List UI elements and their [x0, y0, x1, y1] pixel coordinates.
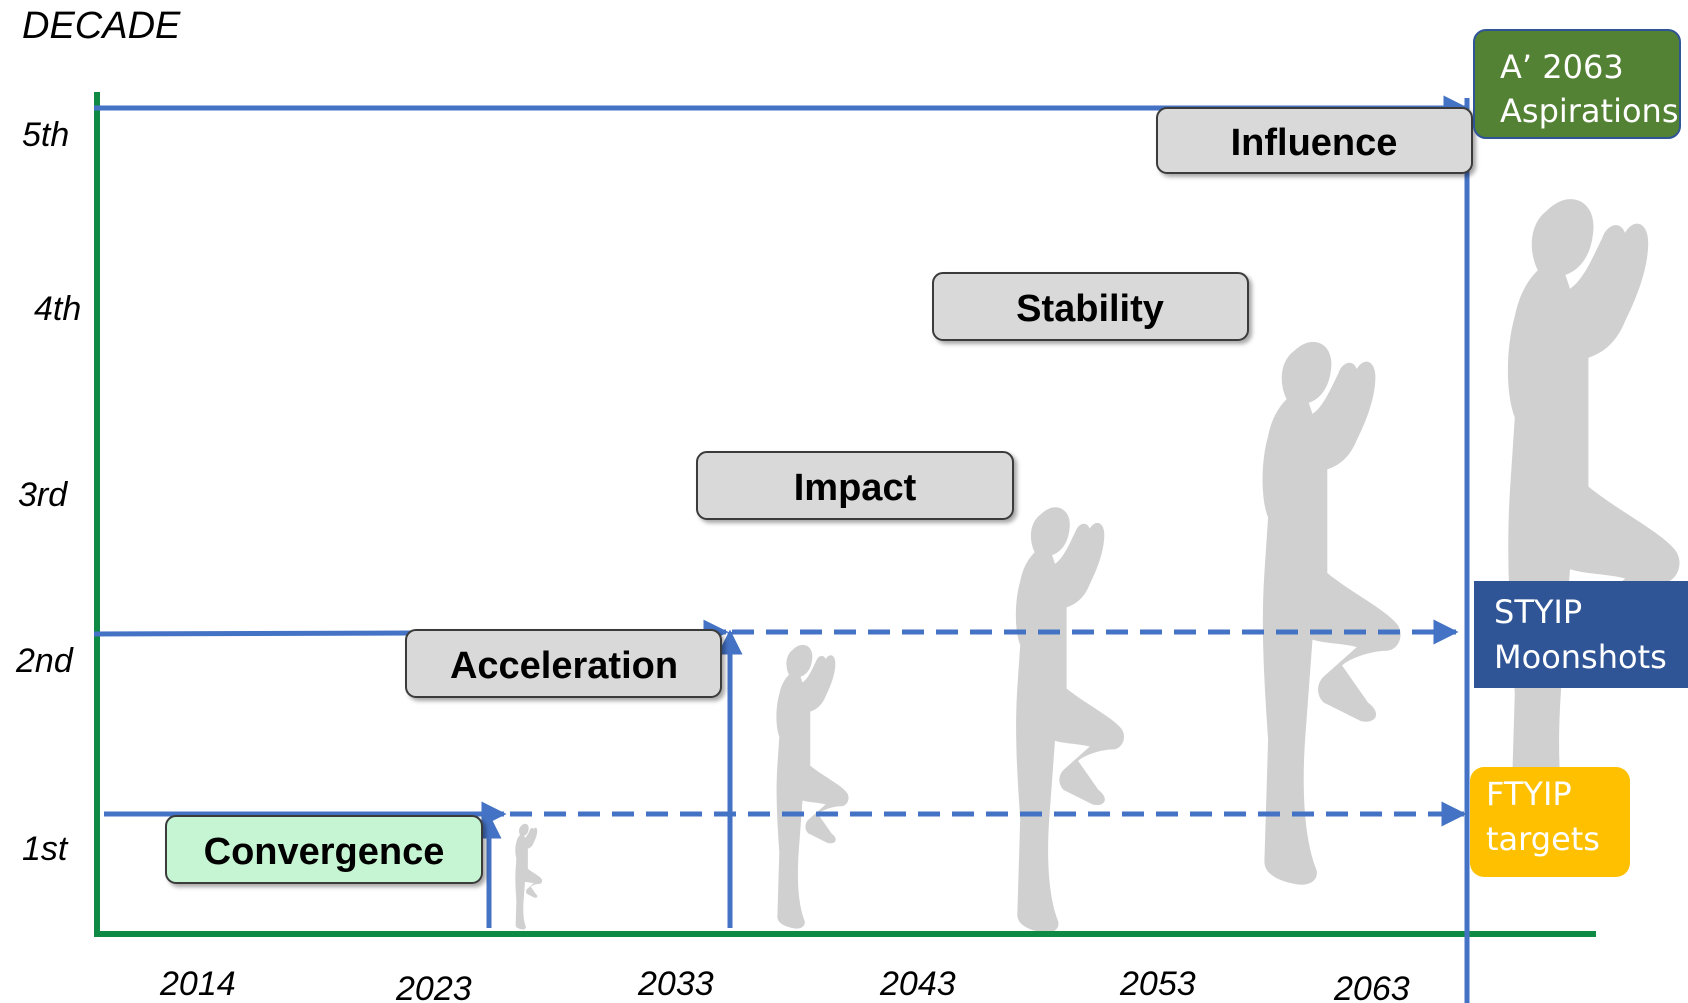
phase-box-stability [932, 272, 1249, 341]
year-label-2063: 2063 [1333, 970, 1410, 1003]
decade-label-1st: 1st [22, 830, 69, 868]
phase-acceleration: Acceleration [405, 629, 722, 698]
decade-label-3rd: 3rd [18, 476, 68, 514]
goal-aspirations-line1: A’ 2063 [1500, 48, 1624, 86]
goal-targets-line1: FTYIP [1486, 775, 1572, 813]
goal-box-aspirations [1473, 29, 1681, 139]
goal-targets: FTYIP targets [1470, 767, 1630, 877]
phase-influence: Influence [1156, 107, 1473, 174]
phase-stability: Stability [932, 272, 1249, 341]
goal-aspirations-line2: Aspirations, [1500, 92, 1688, 130]
phase-impact: Impact [696, 451, 1014, 520]
year-label-2014: 2014 [159, 965, 236, 1003]
year-label-2043: 2043 [879, 965, 956, 1003]
phase-box-influence [1156, 107, 1473, 174]
phase-box-convergence [165, 815, 483, 884]
year-label-2023: 2023 [395, 970, 472, 1003]
goal-moonshots: STYIP Moonshots [1474, 581, 1688, 688]
decade-label-5th: 5th [22, 116, 69, 154]
goal-moonshots-line1: STYIP [1494, 593, 1582, 631]
climber-silhouette-3 [1015, 507, 1125, 933]
decade-label-2nd: 2nd [15, 642, 74, 680]
year-label-2033: 2033 [637, 965, 714, 1003]
phase-box-acceleration [405, 629, 722, 698]
phase-label-acceleration: Acceleration [450, 645, 678, 687]
climber-silhouette-1 [515, 823, 543, 930]
phase-label-stability: Stability [1016, 288, 1164, 330]
goal-targets-line2: targets [1486, 820, 1600, 858]
phase-label-convergence: Convergence [204, 831, 445, 873]
y-axis-title: DECADE [22, 5, 181, 47]
goal-aspirations: A’ 2063 Aspirations, [1473, 29, 1688, 139]
phase-box-impact [696, 451, 1014, 520]
goal-box-moonshots [1474, 581, 1688, 688]
year-label-2053: 2053 [1119, 965, 1196, 1003]
climber-silhouette-4 [1262, 341, 1401, 885]
decade-label-4th: 4th [34, 290, 81, 328]
goal-box-targets [1470, 767, 1630, 877]
phase-convergence: Convergence [165, 815, 483, 884]
phase-label-impact: Impact [794, 467, 917, 509]
phase-label-influence: Influence [1231, 122, 1398, 164]
goal-moonshots-line2: Moonshots [1494, 638, 1667, 676]
climber-silhouette-2 [776, 644, 849, 929]
